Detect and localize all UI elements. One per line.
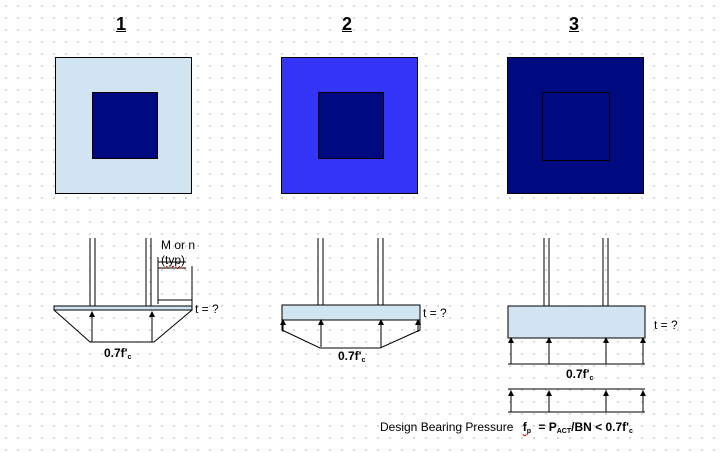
- panel-number-1: 1: [115, 14, 126, 34]
- column-plan-3: [542, 92, 610, 161]
- column-plan-2: [318, 92, 384, 159]
- thickness-label-2: t = ?: [423, 306, 447, 320]
- panel-number-2: 2: [341, 14, 352, 34]
- note-f: f: [522, 420, 527, 434]
- panel-number-3: 3: [568, 14, 579, 34]
- column-plan-1: [92, 92, 158, 159]
- thickness-label-3: t = ?: [654, 318, 678, 332]
- cantilever-label-line2: (typ): [161, 253, 185, 267]
- cantilever-label-line1: M or n: [161, 238, 196, 252]
- design-bearing-pressure-note: Design Bearing Pressure fp = PACT/BN < 0…: [380, 420, 633, 435]
- thickness-label-1: t = ?: [195, 302, 219, 316]
- section-1: [53, 238, 193, 343]
- bearing-label-3: 0.7f'c: [566, 367, 594, 382]
- section-3: [507, 238, 646, 365]
- bearing-label-2: 0.7f'c: [338, 349, 366, 364]
- note-prefix: Design Bearing Pressure: [380, 420, 514, 434]
- uniform-pressure-block: [508, 388, 646, 413]
- bearing-label-1: 0.7f'c: [104, 346, 132, 361]
- section-2: [280, 238, 421, 349]
